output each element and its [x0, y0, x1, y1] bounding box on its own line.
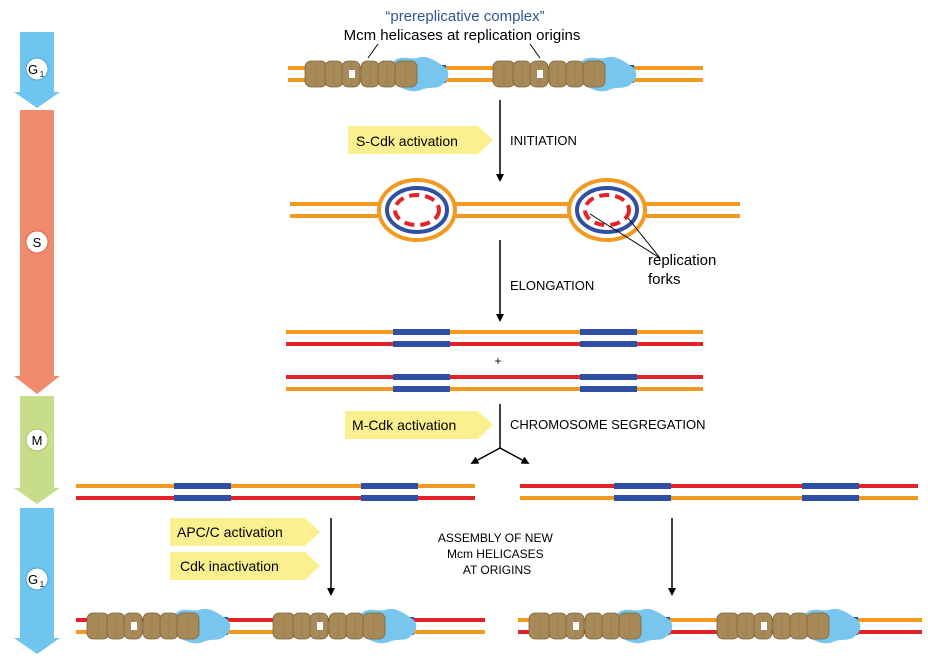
mcm-waist [537, 70, 543, 78]
phase-label: S [33, 235, 42, 250]
svg-text:1: 1 [40, 70, 45, 79]
plus-sign: + [494, 354, 501, 368]
phase-g1-top-arrow: G 1 [14, 32, 60, 108]
pointer-line-left [367, 43, 379, 59]
complex-description-label: Mcm helicases at replication origins [344, 27, 581, 44]
phase-m-arrow: M [14, 396, 60, 504]
phase-label: G [28, 572, 38, 587]
svg-text:S-Cdk activation: S-Cdk activation [356, 133, 458, 149]
s-cdk-callout: S-Cdk activation [348, 126, 493, 154]
segregation-label: CHROMOSOME SEGREGATION [510, 417, 706, 432]
replication-bubbles [290, 178, 740, 242]
segregation-arrow-right [499, 447, 530, 464]
mcm-helicase-complex [272, 608, 417, 644]
replication-fork-pointer: replication forks [589, 213, 721, 288]
segregation-arrow-left [470, 447, 501, 464]
mcm-waist [317, 622, 323, 630]
mcm-waist [761, 622, 767, 630]
assembly-label: ASSEMBLY OF NEW Mcm HELICASES AT ORIGINS [438, 531, 556, 577]
phase-g1-bottom-arrow: G 1 [14, 508, 60, 654]
apc-callout: APC/C activation [170, 518, 320, 546]
reassembled-duplex-left [76, 608, 485, 644]
mcm-helicase-complex [304, 56, 449, 92]
cell-cycle-column: G 1 S M G 1 [14, 32, 60, 654]
segregated-duplex-right [520, 483, 918, 501]
mcm-helicase-complex [528, 608, 673, 644]
reassembled-duplex-right [518, 608, 922, 644]
svg-text:M-Cdk activation: M-Cdk activation [352, 417, 456, 433]
mcm-helicase-complex [492, 56, 637, 92]
svg-text:replication forks: replication forks [648, 252, 721, 288]
complex-name-label: “prereplicative complex” [385, 8, 544, 25]
svg-text:Cdk inactivation: Cdk inactivation [180, 558, 279, 574]
phase-s-arrow: S [14, 110, 60, 394]
mcm-helicase-complex [86, 608, 231, 644]
mcm-waist [131, 622, 137, 630]
svg-text:APC/C activation: APC/C activation [177, 524, 283, 540]
elongation-label: ELONGATION [510, 278, 594, 293]
initiation-label: INITIATION [510, 133, 577, 148]
svg-text:1: 1 [40, 580, 45, 589]
prereplicative-dna [288, 56, 703, 92]
mcm-waist [349, 70, 355, 78]
pointer-line-right [529, 43, 541, 59]
daughter-duplex-bottom [286, 374, 703, 392]
m-cdk-callout: M-Cdk activation [345, 411, 493, 439]
daughter-duplex-top [286, 329, 703, 347]
phase-label: M [32, 433, 43, 448]
mcm-helicase-complex [716, 608, 861, 644]
cdk-inactivation-callout: Cdk inactivation [170, 552, 320, 580]
mcm-waist [573, 622, 579, 630]
segregated-duplex-left [76, 483, 475, 501]
phase-label: G [28, 62, 38, 77]
